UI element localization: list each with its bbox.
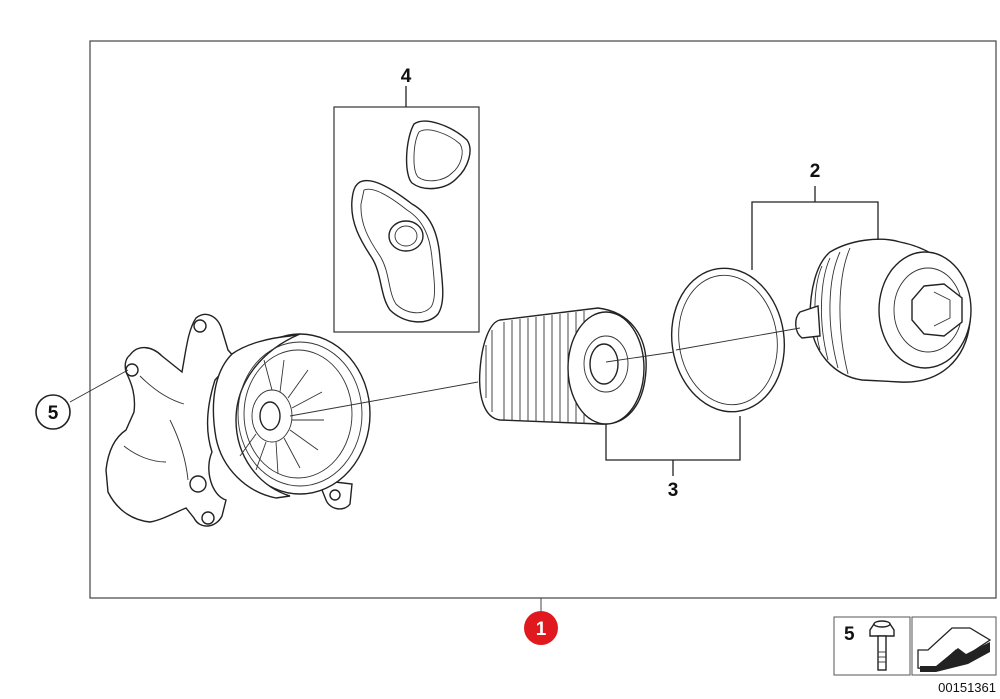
oil-filter-housing[interactable] xyxy=(105,313,371,527)
filter-element-group[interactable]: 3 xyxy=(478,261,794,501)
callout-5: 5 xyxy=(48,403,59,424)
diagram-code: 00151361 xyxy=(938,680,996,695)
filter-cover-group[interactable]: 2 xyxy=(751,161,972,383)
triangular-gasket xyxy=(405,120,471,190)
callout-2: 2 xyxy=(810,161,821,182)
assembly-axis xyxy=(289,327,801,417)
diagram-frame xyxy=(89,40,997,599)
gasket-set-group[interactable]: 4 xyxy=(333,66,480,333)
callout-3: 3 xyxy=(668,480,679,501)
bolt-icon xyxy=(869,620,895,671)
hotspot-label: 1 xyxy=(536,619,547,640)
callout-4: 4 xyxy=(401,66,412,87)
legend: 5 00151361 xyxy=(833,616,997,695)
oil-cooler-gasket xyxy=(351,179,444,323)
hotspot-circle[interactable] xyxy=(524,611,558,645)
legend-bolt-number: 5 xyxy=(844,624,855,645)
hotspot-marker[interactable]: 1 xyxy=(524,598,558,645)
view-direction-icon xyxy=(917,627,992,672)
callout-5-circle xyxy=(35,394,71,430)
bolt-callout-group[interactable]: 5 xyxy=(35,369,129,430)
o-ring xyxy=(670,267,786,413)
